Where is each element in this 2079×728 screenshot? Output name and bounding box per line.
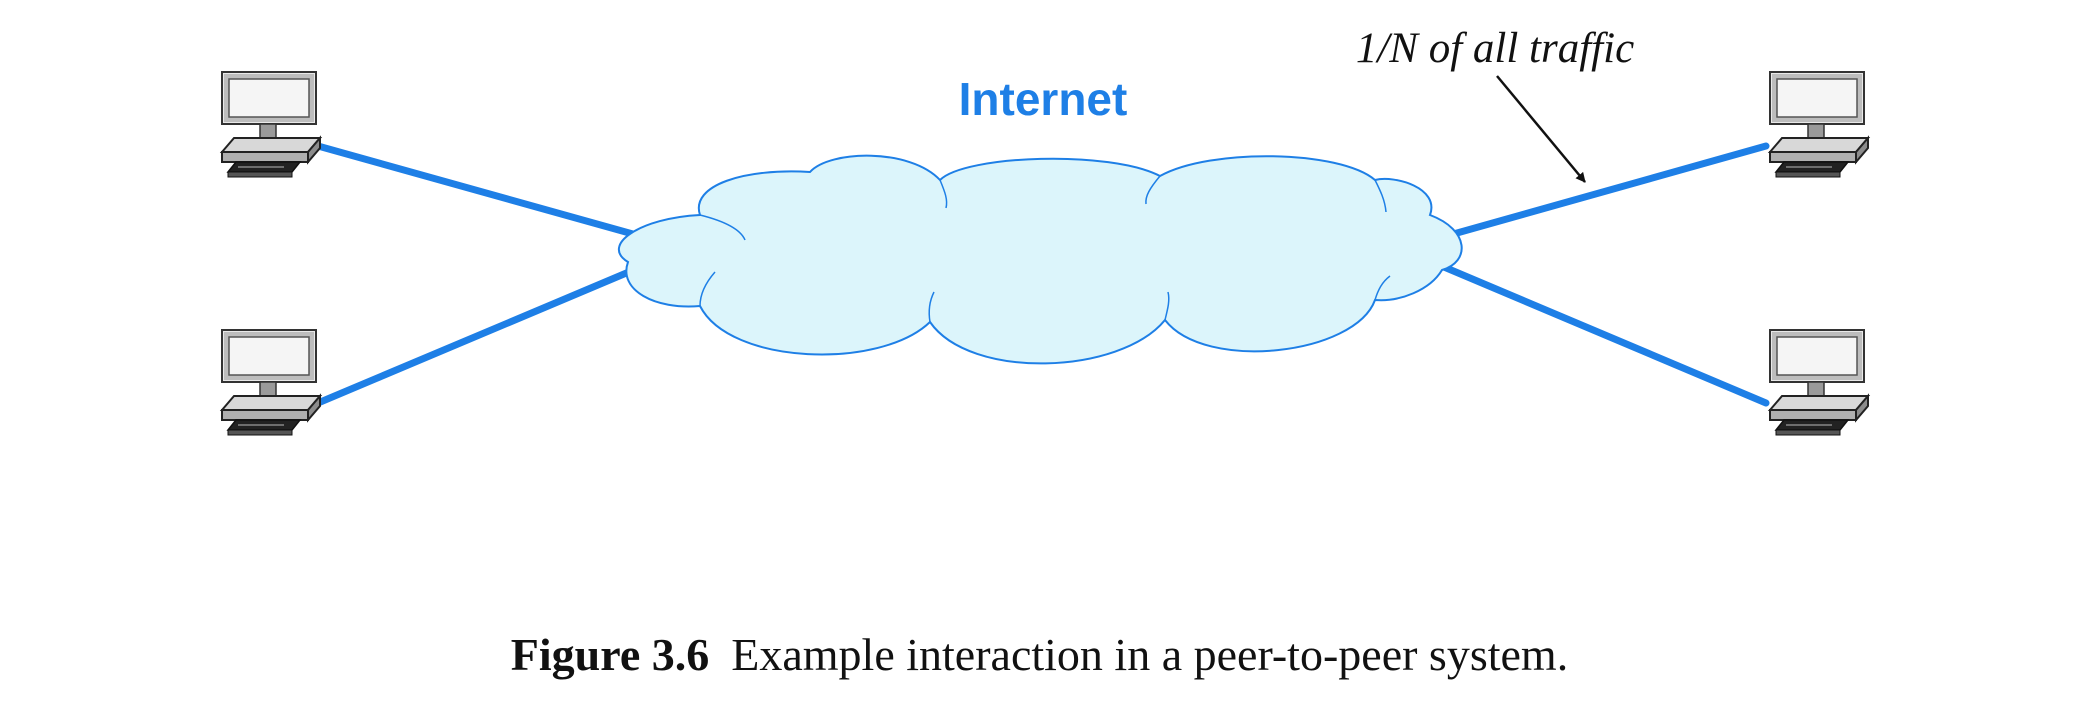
figure-caption: Figure 3.6 Example interaction in a peer-… <box>0 628 2079 681</box>
arrow-icon <box>1496 75 1586 183</box>
traffic-annotation: 1/N of all traffic <box>1356 25 1634 72</box>
link-top-right <box>1421 142 1770 246</box>
cloud-label: Internet <box>959 73 1128 125</box>
computer-icon <box>1769 71 1869 178</box>
computer-icon <box>221 329 321 436</box>
links <box>314 142 1770 407</box>
computer-icon <box>1769 329 1869 436</box>
computer-icon <box>221 71 321 178</box>
figure-number: Figure 3.6 <box>510 629 710 680</box>
cloud-icon <box>618 154 1463 365</box>
link-top-left <box>314 142 669 247</box>
link-bottom-left <box>314 254 666 407</box>
link-bottom-right <box>1421 255 1770 407</box>
caption-text: Example interaction in a peer-to-peer sy… <box>731 629 1569 680</box>
